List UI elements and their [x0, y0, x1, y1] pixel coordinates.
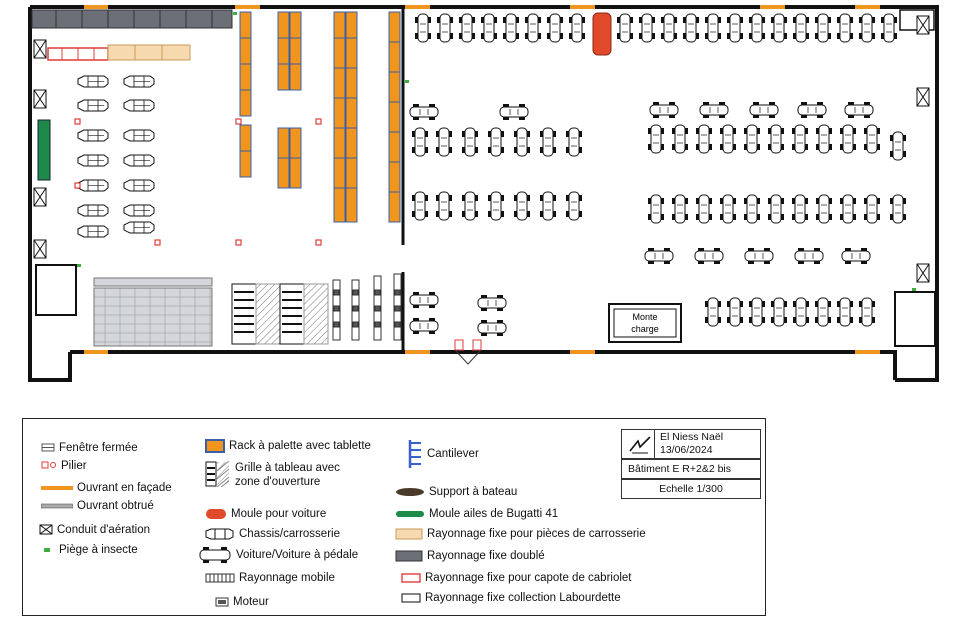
- title-block-author: El Niess Naël 13/06/2024: [621, 429, 761, 459]
- pallet-racks: [239, 11, 401, 223]
- facade-openings: [84, 5, 880, 354]
- legend-rayonnage-carrosserie: Rayonnage fixe pour pièces de carrosseri…: [395, 527, 646, 541]
- engine-icon: [215, 597, 229, 607]
- room-bottom-right: [894, 291, 936, 347]
- blocked-opening-icon: [41, 503, 73, 509]
- title-block-building: Bâtiment E R+2&2 bis: [621, 459, 761, 479]
- legend: Fenêtre fermée Pilier Ouvrant en façade …: [22, 418, 766, 616]
- car-icon: [199, 547, 231, 563]
- legend-chassis: Chassis/carrosserie: [205, 527, 340, 541]
- carrosserie-shelf: [107, 44, 191, 61]
- legend-ouvrant-facade: Ouvrant en façade: [41, 481, 172, 495]
- legend-piege: Piège à insecte: [41, 543, 138, 557]
- building-walls: [28, 5, 939, 382]
- chassis-icon: [205, 528, 234, 540]
- logo-icon: [629, 436, 651, 454]
- legend-moteur: Moteur: [215, 595, 269, 609]
- legend-ouvrant-obtrue: Ouvrant obtrué: [41, 499, 154, 513]
- legend-rack: Rack à palette avec tablette: [205, 439, 371, 453]
- car-mould: [592, 12, 612, 56]
- cantilever-icon: [408, 440, 421, 468]
- grille-icon: [205, 461, 230, 487]
- room-bottom-left: [35, 264, 77, 316]
- double-shelving-top: [31, 9, 233, 29]
- legend-conduit: Conduit d'aération: [39, 523, 150, 537]
- legend-fenetre: Fenêtre fermée: [41, 441, 138, 455]
- opening-icon: [41, 485, 73, 490]
- double-shelf-icon: [395, 550, 423, 562]
- labourdette-shelf-icon: [401, 593, 421, 603]
- rack-icon: [205, 439, 225, 453]
- grille-tableaux: [231, 283, 329, 345]
- capote-shelf: [47, 47, 109, 61]
- legend-rayonnage-capote: Rayonnage fixe pour capote de cabriolet: [401, 571, 632, 585]
- legend-moule-ailes: Moule ailes de Bugatti 41: [395, 507, 558, 521]
- monte-charge: Monte charge: [608, 303, 682, 343]
- legend-cantilever: Cantilever: [407, 439, 479, 469]
- car-rows: [409, 13, 907, 337]
- legend-rayonnage-labourdette: Rayonnage fixe collection Labourdette: [401, 591, 621, 605]
- wing-mould-icon: [396, 510, 424, 517]
- legend-pilier: Pilier: [41, 459, 87, 473]
- engines: [332, 273, 402, 341]
- car-mould-icon: [206, 508, 226, 519]
- insect-trap-icon: [44, 547, 50, 552]
- legend-support-bateau: Support à bateau: [395, 485, 517, 499]
- capote-shelf-icon: [401, 573, 421, 583]
- mobile-shelving: [93, 277, 213, 347]
- title-block-scale: Echelle 1/300: [621, 479, 761, 499]
- legend-rayonnage-mobile: Rayonnage mobile: [205, 571, 335, 585]
- floor-plan: Monte charge: [28, 5, 939, 382]
- carrosserie-shelf-icon: [395, 528, 423, 540]
- legend-moule-voiture: Moule pour voiture: [205, 507, 326, 521]
- legend-rayonnage-double: Rayonnage fixe doublé: [395, 549, 545, 563]
- pillar-icon: [41, 461, 56, 469]
- chassis-group: [77, 75, 155, 238]
- pillar-icon: [74, 118, 322, 246]
- door: [454, 339, 482, 365]
- vent-duct-icon: [39, 524, 53, 535]
- wing-mould: [37, 119, 51, 181]
- svg-text:charge: charge: [631, 324, 659, 334]
- mobile-shelf-icon: [205, 573, 235, 583]
- legend-voiture: Voiture/Voiture à pédale: [198, 547, 358, 563]
- insect-trap-icon: [77, 12, 916, 291]
- window-closed-icon: [41, 443, 55, 452]
- boat-support-icon: [396, 487, 424, 496]
- svg-text:Monte: Monte: [632, 312, 657, 322]
